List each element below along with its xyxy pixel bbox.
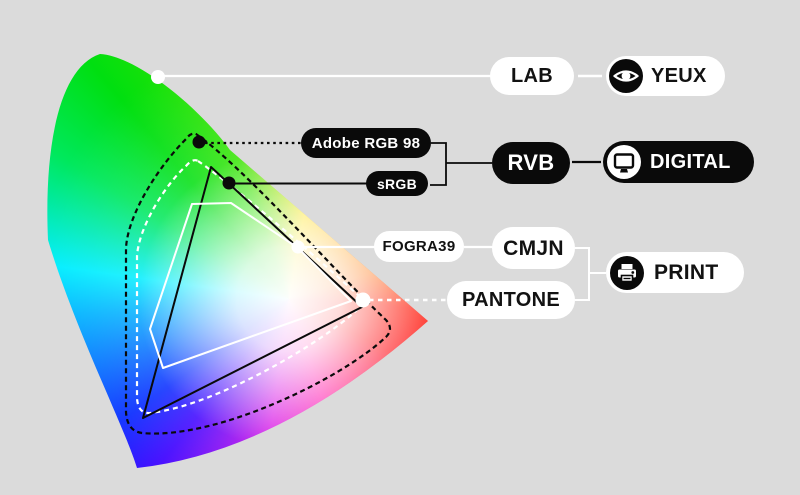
adobe-rgb-gamut-outline bbox=[124, 132, 392, 435]
srgb-label: sRGB bbox=[376, 175, 418, 192]
digital-label: DIGITAL bbox=[650, 151, 731, 173]
srgb-gamut-outline bbox=[142, 166, 363, 419]
print-label: PRINT bbox=[654, 261, 719, 284]
lab-label: LAB bbox=[510, 65, 553, 87]
lab-node: LAB bbox=[490, 57, 574, 95]
lab-point-marker bbox=[151, 70, 165, 84]
yeux-label: YEUX bbox=[651, 65, 707, 87]
yeux-node: YEUX bbox=[606, 56, 725, 96]
printer-icon bbox=[610, 255, 644, 290]
adobe-rgb-node: Adobe RGB 98 bbox=[301, 128, 431, 158]
fogra39-label: FOGRA39 bbox=[382, 238, 456, 255]
monitor-icon bbox=[607, 145, 641, 179]
adobe-rgb-point-marker bbox=[192, 135, 206, 149]
pantone-label: PANTONE bbox=[461, 289, 561, 311]
print-node: PRINT bbox=[606, 252, 744, 293]
cmjn-node: CMJN bbox=[492, 227, 575, 269]
rvb-node: RVB bbox=[492, 142, 570, 184]
adobe-rgb-label: Adobe RGB 98 bbox=[311, 134, 421, 152]
fogra39-point-marker bbox=[291, 240, 305, 254]
eye-icon bbox=[609, 59, 643, 93]
fogra39-gamut-outline bbox=[149, 202, 352, 369]
print-group-bracket bbox=[575, 247, 606, 301]
digital-node: DIGITAL bbox=[603, 141, 754, 183]
pantone-node: PANTONE bbox=[447, 281, 575, 319]
fogra39-node: FOGRA39 bbox=[374, 231, 464, 262]
cmjn-label: CMJN bbox=[503, 236, 564, 260]
rvb-label: RVB bbox=[507, 150, 555, 175]
srgb-point-marker bbox=[222, 176, 236, 190]
srgb-node: sRGB bbox=[366, 171, 428, 196]
pantone-gamut-outline bbox=[135, 159, 364, 415]
rgb-group-bracket bbox=[430, 142, 492, 186]
pantone-point-marker bbox=[355, 292, 371, 308]
